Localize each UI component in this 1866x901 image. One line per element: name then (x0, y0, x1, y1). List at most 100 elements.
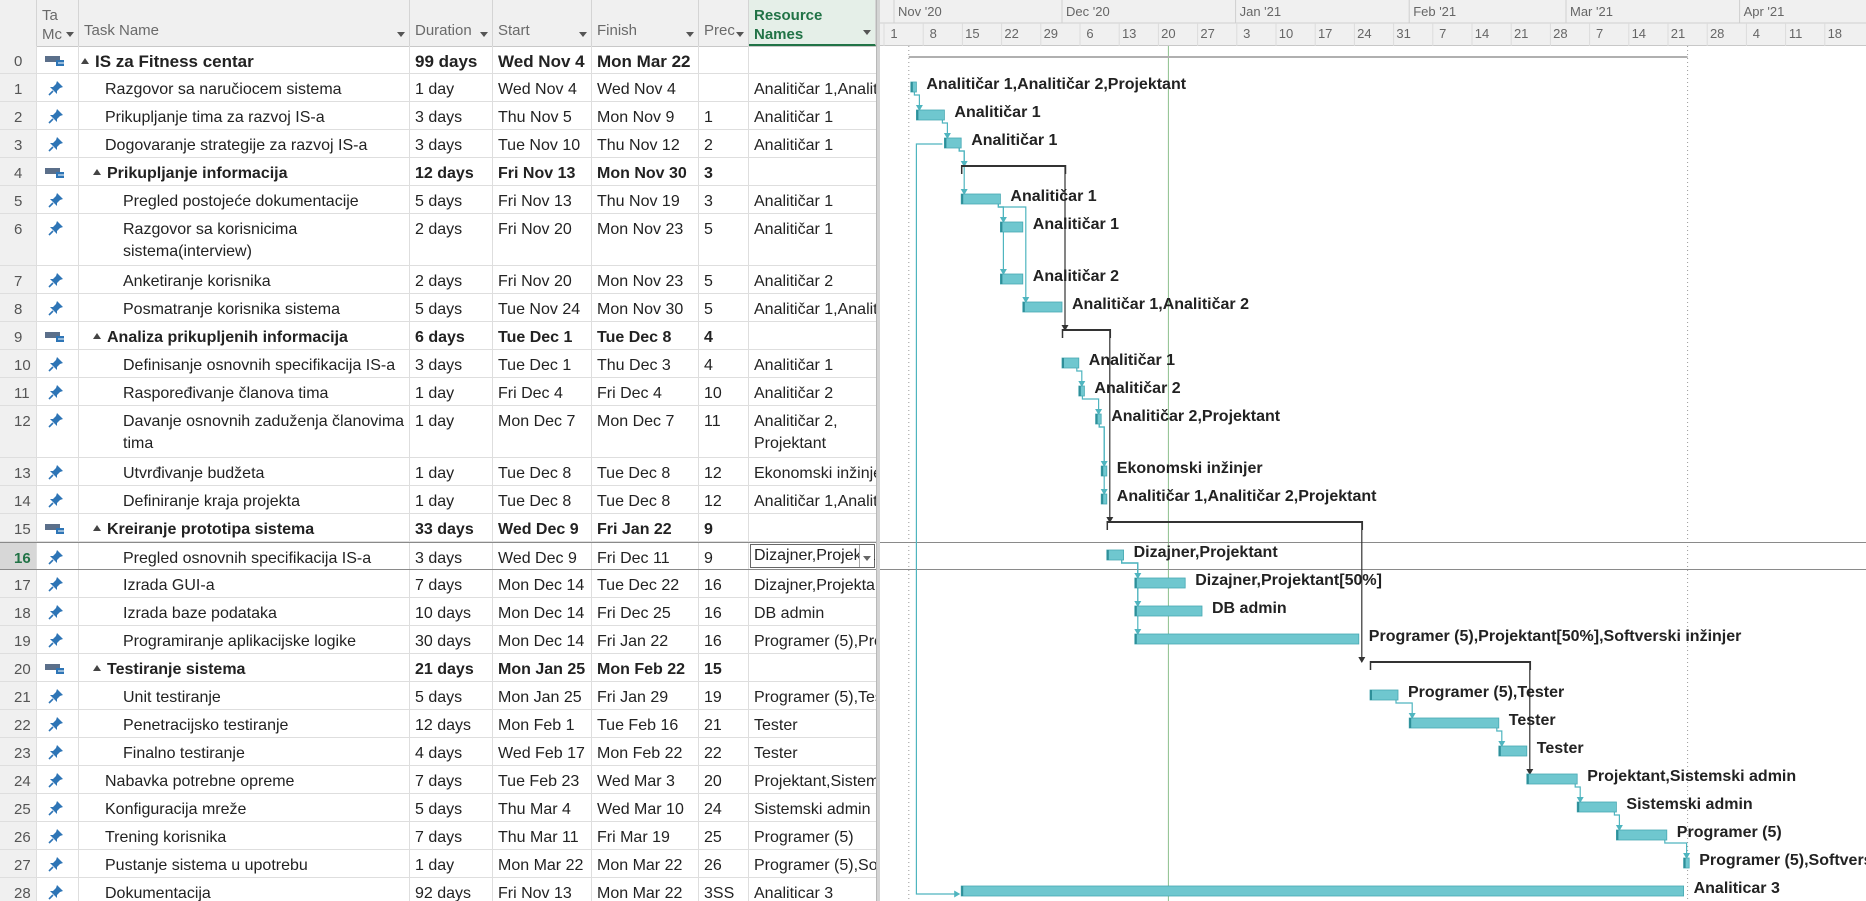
task-mode-cell[interactable] (37, 266, 79, 293)
task-mode-cell[interactable] (37, 822, 79, 849)
duration-cell[interactable]: 1 day (410, 458, 493, 485)
row-number[interactable]: 14 (0, 486, 37, 513)
predecessors-cell[interactable] (699, 74, 749, 101)
task-name-cell[interactable]: Penetracijsko testiranje (79, 710, 410, 737)
finish-cell[interactable]: Tue Dec 8 (592, 322, 699, 349)
start-cell[interactable]: Mon Dec 14 (493, 570, 592, 597)
task-mode-cell[interactable] (37, 766, 79, 793)
start-cell[interactable]: Mon Dec 14 (493, 598, 592, 625)
resource-names-header[interactable]: Resource Names (749, 0, 876, 46)
duration-cell[interactable]: 10 days (410, 598, 493, 625)
start-cell[interactable]: Fri Nov 13 (493, 158, 592, 185)
resource-names-cell[interactable]: Programer (5),Softverski inžinjer (749, 850, 876, 877)
start-cell[interactable]: Thu Mar 4 (493, 794, 592, 821)
task-bar[interactable] (1616, 829, 1668, 841)
duration-cell[interactable]: 1 day (410, 378, 493, 405)
duration-cell[interactable]: 7 days (410, 766, 493, 793)
task-mode-cell[interactable] (37, 794, 79, 821)
resource-names-cell[interactable] (749, 322, 876, 349)
task-name-cell[interactable]: Definiranje kraja projekta (79, 486, 410, 513)
finish-cell[interactable]: Tue Dec 8 (592, 486, 699, 513)
task-mode-cell[interactable] (37, 406, 79, 457)
task-bar[interactable] (960, 193, 1001, 205)
task-mode-cell[interactable] (37, 682, 79, 709)
task-bar[interactable] (1134, 605, 1203, 617)
duration-cell[interactable]: 3 days (410, 130, 493, 157)
duration-cell[interactable]: 5 days (410, 294, 493, 321)
duration-cell[interactable]: 5 days (410, 794, 493, 821)
finish-cell[interactable]: Fri Jan 22 (592, 514, 699, 541)
task-mode-cell[interactable] (37, 626, 79, 653)
finish-cell[interactable]: Wed Mar 10 (592, 794, 699, 821)
start-cell[interactable]: Wed Dec 9 (493, 514, 592, 541)
finish-cell[interactable]: Fri Mar 19 (592, 822, 699, 849)
task-bar[interactable] (1106, 549, 1125, 561)
resource-names-cell[interactable]: Analitičar 1,Analitičar 2 (749, 294, 876, 321)
duration-cell[interactable]: 1 day (410, 486, 493, 513)
finish-cell[interactable]: Mon Nov 23 (592, 266, 699, 293)
task-bar[interactable] (944, 137, 962, 149)
task-mode-cell[interactable] (37, 598, 79, 625)
task-name-cell[interactable]: Unit testiranje (79, 682, 410, 709)
task-mode-cell[interactable] (37, 654, 79, 681)
predecessors-cell[interactable]: 4 (699, 322, 749, 349)
task-name-cell[interactable]: Razgovor sa korisnicima sistema(intervie… (79, 214, 410, 265)
task-mode-cell[interactable] (37, 543, 79, 569)
task-mode-cell[interactable] (37, 186, 79, 213)
start-cell[interactable]: Wed Nov 4 (493, 74, 592, 101)
predecessors-cell[interactable]: 5 (699, 294, 749, 321)
start-cell[interactable]: Fri Nov 20 (493, 266, 592, 293)
predecessors-cell[interactable]: 2 (699, 130, 749, 157)
duration-header[interactable]: Duration (410, 0, 493, 46)
collapse-triangle-icon[interactable] (93, 665, 101, 671)
start-cell[interactable]: Thu Mar 11 (493, 822, 592, 849)
resource-names-cell[interactable] (749, 514, 876, 541)
task-name-cell[interactable]: Prikupljanje tima za razvoj IS-a (79, 102, 410, 129)
row-number[interactable]: 16 (0, 543, 37, 569)
start-cell[interactable]: Fri Nov 20 (493, 214, 592, 265)
predecessors-cell[interactable]: 3SS (699, 878, 749, 901)
task-mode-cell[interactable] (37, 158, 79, 185)
predecessors-cell[interactable]: 20 (699, 766, 749, 793)
resource-names-cell[interactable] (749, 654, 876, 681)
resource-names-cell[interactable]: DB admin (749, 598, 876, 625)
start-cell[interactable]: Tue Nov 24 (493, 294, 592, 321)
finish-header[interactable]: Finish (592, 0, 699, 46)
row-number[interactable]: 1 (0, 74, 37, 101)
predecessors-cell[interactable]: 11 (699, 406, 749, 457)
task-bar[interactable] (1408, 717, 1500, 729)
row-number[interactable]: 7 (0, 266, 37, 293)
row-number[interactable]: 11 (0, 378, 37, 405)
collapse-triangle-icon[interactable] (93, 169, 101, 175)
duration-cell[interactable]: 92 days (410, 878, 493, 901)
row-number[interactable]: 28 (0, 878, 37, 901)
task-bar[interactable] (1061, 357, 1080, 369)
resource-names-cell[interactable]: Tester (749, 738, 876, 765)
chevron-down-icon[interactable] (480, 32, 488, 37)
task-name-cell[interactable]: Pregled osnovnih specifikacija IS-a (79, 543, 410, 569)
predecessors-cell[interactable]: 12 (699, 486, 749, 513)
start-header[interactable]: Start (493, 0, 592, 46)
row-number[interactable]: 26 (0, 822, 37, 849)
task-name-header[interactable]: Task Name (79, 0, 410, 46)
duration-cell[interactable]: 4 days (410, 738, 493, 765)
predecessors-cell[interactable]: 9 (699, 543, 749, 569)
duration-cell[interactable]: 3 days (410, 350, 493, 377)
predecessors-cell[interactable]: 4 (699, 350, 749, 377)
task-bar[interactable] (1498, 745, 1528, 757)
duration-cell[interactable]: 6 days (410, 322, 493, 349)
task-name-cell[interactable]: Anketiranje korisnika (79, 266, 410, 293)
task-mode-cell[interactable] (37, 294, 79, 321)
task-bar[interactable] (1369, 689, 1399, 701)
predecessors-cell[interactable]: 3 (699, 186, 749, 213)
